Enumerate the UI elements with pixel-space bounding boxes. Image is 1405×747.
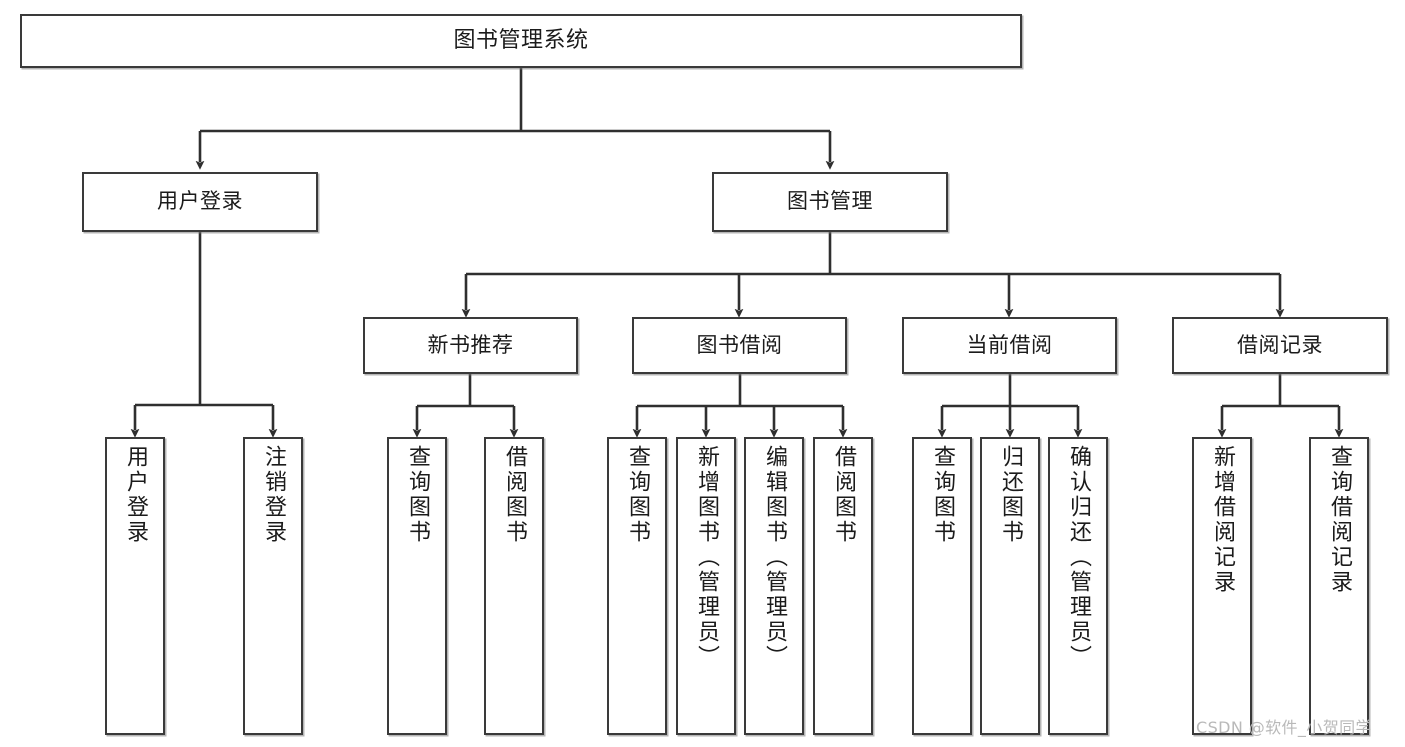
- leaf-record-add-record[interactable]: 新增借阅记录: [1192, 437, 1252, 735]
- leaf-user-login-logout[interactable]: 注销登录: [243, 437, 303, 735]
- watermark-text: CSDN @软件_小贺同学: [1196, 718, 1372, 737]
- node-label: 新书推荐: [427, 332, 514, 357]
- node-label: 借阅记录: [1237, 332, 1323, 357]
- node-label: 用户登录: [123, 445, 148, 545]
- node-new-book-recommend[interactable]: 新书推荐: [363, 317, 578, 374]
- node-label: 查询图书: [625, 445, 650, 545]
- leaf-current-query-book[interactable]: 查询图书: [912, 437, 972, 735]
- node-label: 新增借阅记录: [1210, 445, 1235, 595]
- node-label: 当前借阅: [966, 332, 1053, 357]
- leaf-borrow-borrow-book[interactable]: 借阅图书: [813, 437, 873, 735]
- leaf-borrow-query-book[interactable]: 查询图书: [607, 437, 667, 735]
- node-label: 借阅图书: [831, 445, 856, 545]
- leaf-current-confirm-return[interactable]: 确认归还（管理员）: [1048, 437, 1108, 735]
- node-label: 图书管理系统: [453, 27, 589, 53]
- node-current-borrow[interactable]: 当前借阅: [902, 317, 1117, 374]
- leaf-borrow-add-book[interactable]: 新增图书（管理员）: [676, 437, 736, 735]
- node-label: 归还图书: [998, 445, 1023, 545]
- node-label: 图书管理: [787, 189, 873, 214]
- node-label: 用户登录: [157, 189, 243, 214]
- node-book-borrow[interactable]: 图书借阅: [632, 317, 847, 374]
- node-label: 编辑图书（管理员）: [762, 445, 787, 670]
- leaf-current-return-book[interactable]: 归还图书: [980, 437, 1040, 735]
- node-label: 查询图书: [405, 445, 430, 545]
- leaf-borrow-edit-book[interactable]: 编辑图书（管理员）: [744, 437, 804, 735]
- node-root-system[interactable]: 图书管理系统: [20, 14, 1022, 68]
- leaf-recommend-borrow-book[interactable]: 借阅图书: [484, 437, 544, 735]
- leaf-recommend-query-book[interactable]: 查询图书: [387, 437, 447, 735]
- node-borrow-record[interactable]: 借阅记录: [1172, 317, 1388, 374]
- node-user-login[interactable]: 用户登录: [82, 172, 318, 232]
- node-book-management[interactable]: 图书管理: [712, 172, 948, 232]
- node-label: 确认归还（管理员）: [1066, 445, 1091, 670]
- node-label: 注销登录: [261, 445, 286, 545]
- node-label: 查询图书: [930, 445, 955, 545]
- leaf-record-query-record[interactable]: 查询借阅记录: [1309, 437, 1369, 735]
- node-label: 新增图书（管理员）: [694, 445, 719, 670]
- node-label: 查询借阅记录: [1327, 445, 1352, 595]
- node-label: 借阅图书: [502, 445, 527, 545]
- leaf-user-login-login[interactable]: 用户登录: [105, 437, 165, 735]
- node-label: 图书借阅: [696, 332, 783, 357]
